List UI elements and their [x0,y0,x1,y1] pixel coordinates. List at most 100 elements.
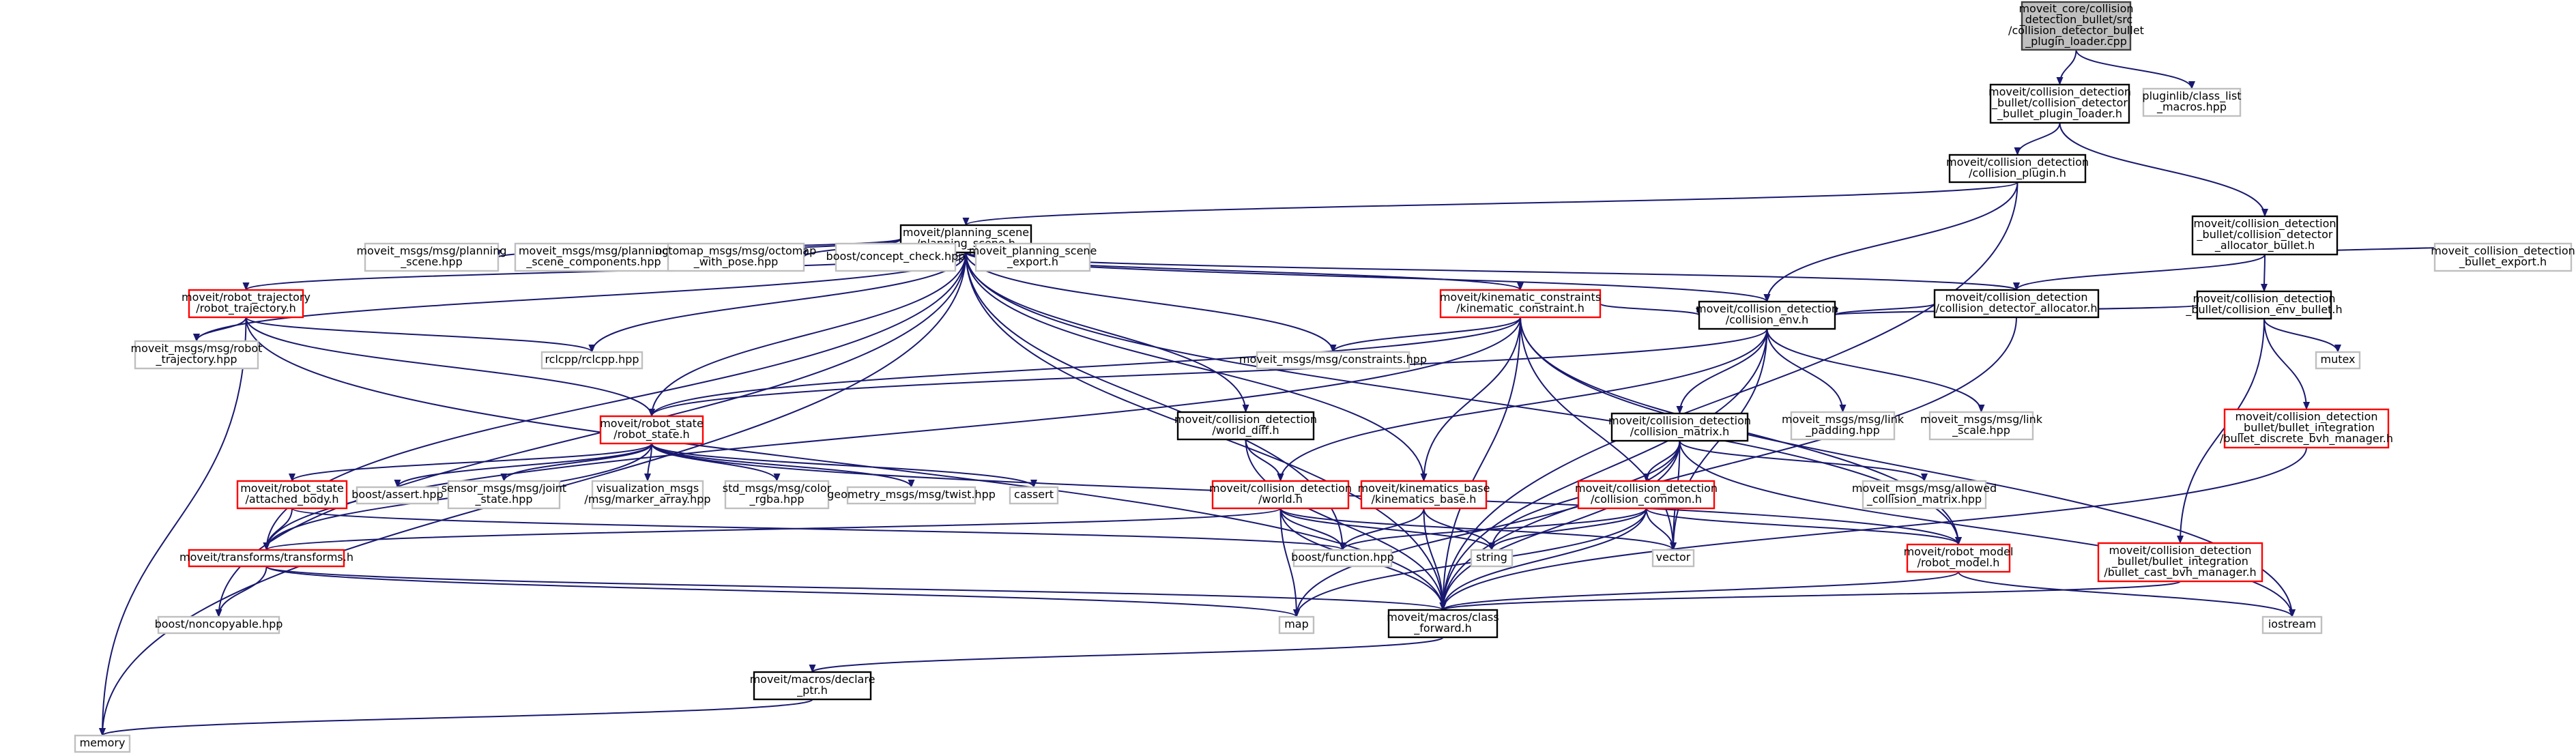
node-color-rgba: std_msgs/msg/color_rgba.hpp [723,480,832,510]
node-label-line: octomap_msgs/msg/octomap [656,244,817,258]
node-declare-ptr[interactable]: moveit/macros/declare_ptr.h [750,671,875,701]
node-box [1360,480,1488,510]
node-label-line: moveit/kinematic_constraints [1440,291,1601,304]
node-root[interactable]: moveit_core/collision_detection_bullet/s… [2008,1,2144,51]
edge-collision_matrix-to-allowed_matrix [1679,440,1928,482]
node-transforms[interactable]: moveit/transforms/transforms.h [179,549,353,568]
node-detector-allocator[interactable]: moveit/collision_detection/collision_det… [1933,289,2100,319]
edge-world_h-to-string [1279,508,1495,551]
edge-attached_body-to-boost_function [291,508,1346,551]
node-box [188,549,345,568]
node-cast-bvh[interactable]: moveit/collision_detection_bullet/bullet… [2097,542,2263,583]
node-box [1651,549,1695,568]
node-vector: vector [1651,549,1695,568]
edge-cast_bvh-to-class_forward [1440,581,2181,611]
node-label-line: _macros.hpp [2156,100,2227,114]
node-kinematic-constraint[interactable]: moveit/kinematic_constraints/kinematic_c… [1439,289,1602,319]
node-mutex: mutex [2315,351,2361,370]
node-label-line: moveit/robot_trajectory [182,291,310,304]
node-label-line: mutex [2320,353,2355,366]
edge-collision_common-to-string [1488,508,1647,551]
edge-robot_state-to-marker_array [644,443,652,482]
node-concept-check: boost/concept_check.hpp [826,242,965,272]
node-label-line: _bullet/collision_detector [1991,96,2128,110]
edge-robot_model-to-iostream [1958,571,2296,617]
node-robot-state[interactable]: moveit/robot_state/robot_state.h [599,415,704,445]
node-link-scale: moveit_msgs/msg/link_scale.hpp [1920,411,2043,441]
node-label-line: _bullet/bullet_integration [2111,555,2248,568]
edge-plugin_loader_h-to-allocator_bullet [2059,122,2268,217]
node-planning-scene-msg: moveit_msgs/msg/planning_scene.hpp [356,242,507,272]
node-label-line: visualization_msgs [596,482,699,495]
edge-robot_state-to-cassert [651,443,1037,488]
edge-collision_env_bullet-to-mutex [2263,318,2341,353]
node-world-h[interactable]: moveit/collision_detection/world.h [1209,480,1352,510]
edge-planning_scene-to-robot_state [648,252,967,417]
node-label-line: moveit/robot_model [1904,545,2014,559]
node-label-line: moveit/collision_detection [1209,482,1352,495]
node-collision-plugin[interactable]: moveit/collision_detection/collision_plu… [1946,154,2089,184]
node-label-line: _forward.h [1413,622,1472,635]
node-label-line: moveit_msgs/msg/robot [131,342,263,355]
node-box [2191,215,2339,256]
node-collision-matrix[interactable]: moveit/collision_detection/collision_mat… [1608,412,1751,442]
node-discrete-bvh[interactable]: moveit/collision_detection_bullet/bullet… [2220,408,2393,449]
node-label-line: moveit/collision_detection [1988,85,2131,99]
edge-robot_trajectory-to-robot_state [245,317,655,417]
edge-robot_state-to-color_rgba [651,443,781,482]
node-box [2433,242,2573,272]
node-label-line: moveit/collision_detection [1608,414,1751,428]
node-box [188,289,304,319]
node-kinematics-base[interactable]: moveit/kinematics_base/kinematics_base.h [1358,480,1490,510]
node-collision-env-bullet[interactable]: moveit/collision_detection_bullet/collis… [2185,290,2343,320]
node-joint-state: sensor_msgs/msg/joint_state.hpp [442,480,566,510]
node-robot-model[interactable]: moveit/robot_model/robot_model.h [1904,543,2014,573]
node-label-line: moveit/transforms/transforms.h [179,551,353,564]
node-box [1698,300,1836,330]
node-label-line: /msg/marker_array.hpp [584,493,710,506]
edge-planning_scene-to-detector_allocator [965,252,2020,291]
node-box [1928,411,2034,441]
node-box [2315,351,2361,370]
node-box [2223,408,2390,449]
node-box [236,480,348,510]
node-collision-env[interactable]: moveit/collision_detection/collision_env… [1696,300,1838,330]
node-box [1278,615,1315,635]
node-robot-trajectory[interactable]: moveit/robot_trajectory/robot_trajectory… [182,289,310,319]
node-label-line: _state.hpp [474,493,532,506]
node-octomap-pose: octomap_msgs/msg/octomap_with_pose.hpp [656,242,817,272]
edge-kinematic_constraint-to-collision_env [1600,303,1703,316]
node-allocator-bullet[interactable]: moveit/collision_detection_bullet/collis… [2191,215,2339,256]
node-collision-common[interactable]: moveit/collision_detection/collision_com… [1575,480,1718,510]
edge-attached_body-to-transforms [263,508,293,551]
node-box [1256,351,1410,370]
node-world-diff[interactable]: moveit/collision_detection/world_diff.h [1174,411,1317,441]
node-label-line: _ptr.h [796,684,828,697]
edge-kinematic_constraint-to-class_forward [1439,317,1521,611]
node-attached-body[interactable]: moveit/robot_state/attached_body.h [236,480,348,510]
node-allowed-matrix: moveit_msgs/msg/allowed_collision_matrix… [1852,480,1997,510]
edge-collision_matrix-to-iostream [1679,440,2296,617]
edge-planning_scene-to-world_diff [965,252,1249,413]
node-boost-function: boost/function.hpp [1291,549,1394,568]
node-label-line: map [1284,617,1309,630]
node-box [1906,543,2011,573]
node-box [1933,289,2100,319]
edge-plugin_loader_h-to-collision_plugin [2014,122,2061,156]
node-box [157,615,280,635]
edge-world_h-to-transforms [263,508,1282,551]
node-plugin-loader-h[interactable]: moveit/collision_detection_bullet/collis… [1988,83,2131,124]
node-label-line: /attached_body.h [246,493,339,506]
edge-discrete_bvh-to-class_forward [1439,447,2307,611]
node-label-line: moveit/collision_detection [1946,156,2089,169]
node-label-line: pluginlib/class_list [2142,89,2241,103]
node-label-line: _bullet/collision_detector [2197,228,2333,242]
edge-kinematic_constraint-to-constraints_hpp [1329,317,1521,353]
node-label-line: /collision_matrix.h [1630,425,1729,439]
node-label-line: moveit_msgs/msg/constraints.hpp [1239,353,1427,366]
edge-root-to-plugin_loader_h [2056,49,2077,85]
node-label-line: _bullet/collision_env_bullet.h [2185,303,2342,317]
node-class-forward[interactable]: moveit/macros/class_forward.h [1387,609,1499,639]
node-label-line: /robot_trajectory.h [196,302,295,315]
node-link-padding: moveit_msgs/msg/link_padding.hpp [1782,411,1905,441]
